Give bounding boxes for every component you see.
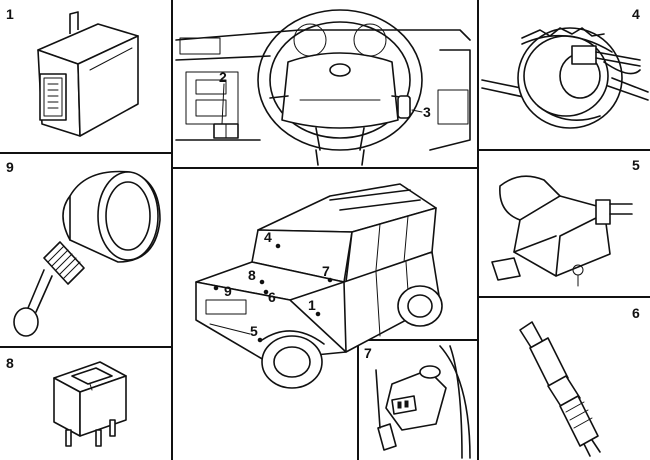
vehicle-callout-9: 9 xyxy=(224,283,232,299)
callout-2-leader xyxy=(221,83,225,125)
panel-6-number: 6 xyxy=(632,305,640,321)
panel-4-rotary-coupler: 4 xyxy=(481,6,649,129)
vehicle-callout-6: 6 xyxy=(268,289,276,305)
switch-illustration xyxy=(519,321,601,457)
vehicle-callout-7: 7 xyxy=(322,263,330,279)
vehicle-panel: 1 4 5 6 7 8 9 xyxy=(195,183,443,389)
panel-1-control-unit: 1 xyxy=(6,6,139,137)
dashboard-illustration xyxy=(175,9,471,166)
panel-1-number: 1 xyxy=(6,6,14,22)
callout-2-label: 2 xyxy=(219,69,227,85)
vehicle-callouts: 1 4 5 6 7 8 9 xyxy=(213,229,333,343)
panel-9-number: 9 xyxy=(6,159,14,175)
vehicle-callout-1: 1 xyxy=(308,297,316,313)
callout-3-leader xyxy=(411,109,423,113)
panel-7-number: 7 xyxy=(364,345,372,361)
panel-6-switch: 6 xyxy=(519,305,640,457)
panel-8-relay: 8 xyxy=(6,355,127,447)
callout-3-label: 3 xyxy=(423,104,431,120)
vehicle-callout-5: 5 xyxy=(250,323,258,339)
panel-5-actuator: 5 xyxy=(491,157,640,287)
steering-wheel xyxy=(257,9,423,151)
panel-5-number: 5 xyxy=(632,157,640,173)
sensor-illustration xyxy=(375,345,471,459)
vehicle-callout-8: 8 xyxy=(248,267,256,283)
actuator-illustration xyxy=(491,175,633,287)
panel-9-lever: 9 xyxy=(6,159,161,337)
vehicle-illustration xyxy=(195,183,443,389)
panel-4-number: 4 xyxy=(632,6,640,22)
panel-7-sensor: 7 xyxy=(364,345,471,459)
panel-2-dashboard: 2 3 xyxy=(175,9,471,166)
vehicle-callout-4: 4 xyxy=(264,229,272,245)
lever-illustration xyxy=(13,170,161,337)
panel-8-number: 8 xyxy=(6,355,14,371)
relay-illustration xyxy=(53,361,127,447)
control-unit-illustration xyxy=(37,11,139,137)
rotary-coupler-illustration xyxy=(481,27,649,129)
